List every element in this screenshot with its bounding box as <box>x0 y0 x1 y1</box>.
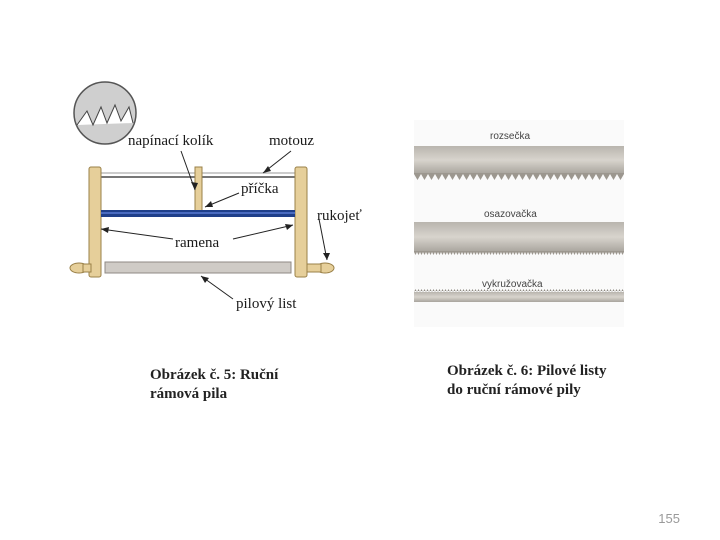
frame-saw-figure: napínací kolík motouz příčka rukojeť ram… <box>43 67 366 327</box>
label-tension-pin: napínací kolík <box>128 133 214 149</box>
label-blade: pilový list <box>236 296 297 312</box>
blade-label-1: rozsečka <box>490 131 531 142</box>
figure6-caption: Obrázek č. 6: Pilové listy do ruční rámo… <box>447 363 607 398</box>
saw-blades-figure: rozsečka osazovačka vykružovačka <box>414 120 624 327</box>
blade-label-2: osazovačka <box>484 209 537 220</box>
label-crossbar: příčka <box>241 181 279 197</box>
saw-blades-illustration <box>414 146 624 302</box>
blade-rip <box>414 146 624 180</box>
label-handle: rukojeť <box>317 208 362 224</box>
figure5-caption: Obrázek č. 5: Ruční rámová pila <box>150 367 279 402</box>
label-cord: motouz <box>269 133 314 149</box>
label-arms: ramena <box>175 235 220 251</box>
page-number: 155 <box>658 511 680 526</box>
blade-label-3: vykružovačka <box>482 279 543 290</box>
blade-coping <box>414 289 624 302</box>
blade-tenon <box>414 222 624 255</box>
frame-saw-illustration <box>69 81 335 300</box>
tooth-detail-icon <box>73 81 137 145</box>
